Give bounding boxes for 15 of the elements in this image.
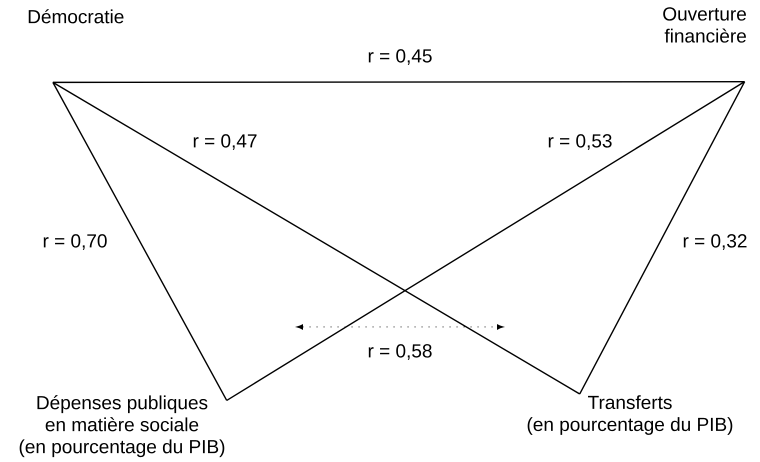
connector-line [226, 81, 745, 402]
edge-label: r = 0,45 [368, 49, 432, 65]
connector-line [52, 82, 228, 401]
node-label: Dépenses publiques en matière sociale (en pourcentage du PIB) [20, 395, 224, 458]
edge-label: r = 0,47 [194, 134, 257, 150]
edge-label: r = 0,70 [44, 234, 107, 250]
node-label: Démocratie [28, 9, 124, 24]
connector-line [579, 81, 746, 394]
edge-label: r = 0,32 [684, 234, 746, 250]
correlation-label: r = 0,58 [368, 344, 432, 360]
node-label: Ouverture financière [663, 7, 746, 43]
connector-line [52, 82, 580, 395]
node-label: Transferts (en pourcentage du PIB) [528, 395, 732, 435]
edge-label: r = 0,53 [548, 134, 612, 150]
connector-line [52, 80, 745, 84]
